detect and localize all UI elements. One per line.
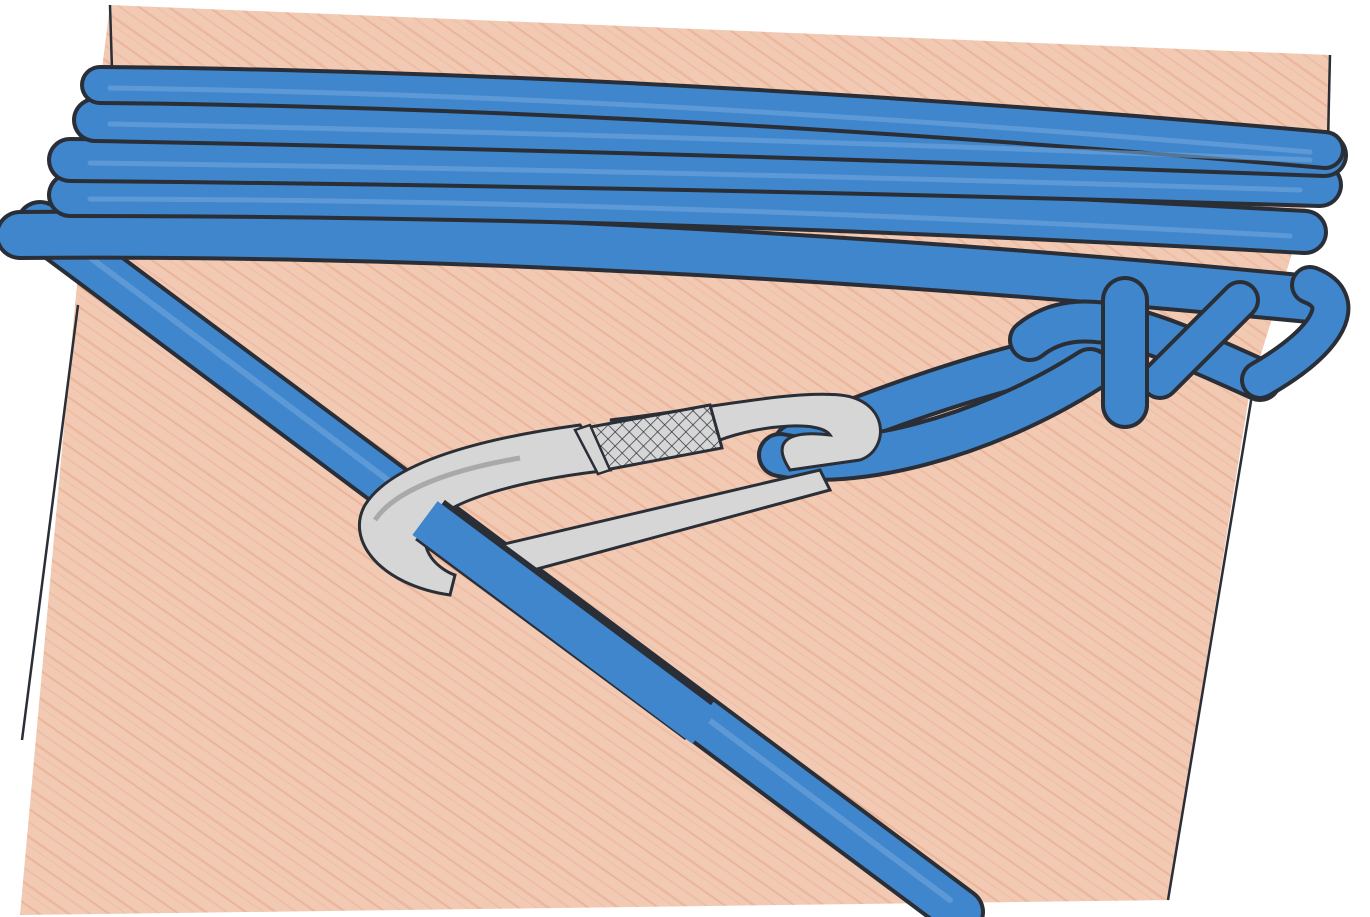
rope-wraps [0, 65, 1348, 325]
screw-gate-sleeve [573, 403, 724, 476]
screwgate-carabiner [358, 392, 882, 597]
diagonal-rope-front [412, 499, 718, 744]
hitch-knot [1008, 265, 1351, 429]
